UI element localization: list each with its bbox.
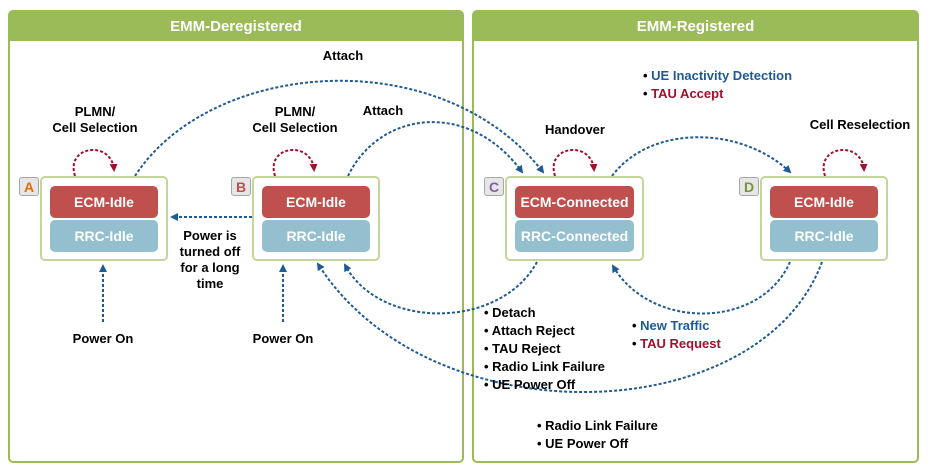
loop-plmn-b [272,148,318,177]
list-item: TAU Reject [484,340,605,358]
arrow-attach-a-to-c [134,79,545,177]
label-plmn-a: PLMN/ Cell Selection [40,104,150,136]
arrow-d-to-b [316,261,823,393]
ecm-state-a: ECM-Idle [50,186,158,218]
list-item: TAU Accept [643,85,792,103]
list-d-to-b: Radio Link Failure UE Power Off [537,417,658,453]
list-item: UE Power Off [484,376,605,394]
label-power-off-line2: turned off [179,244,241,259]
loop-cell-reselection [822,148,868,177]
label-plmn-a-line1: PLMN/ [74,104,116,119]
arrow-attach-b-to-c [347,121,524,177]
label-plmn-b-line1: PLMN/ [274,104,316,119]
label-power-off-line1: Power is [183,228,237,243]
label-handover: Handover [545,122,605,137]
loop-plmn-a [72,148,118,177]
state-d[interactable]: ECM-Idle RRC-Idle [760,176,888,261]
arrow-d-to-c [611,261,791,315]
rrc-state-a: RRC-Idle [50,220,158,252]
label-attach-b: Attach [362,103,404,118]
label-plmn-b: PLMN/ Cell Selection [240,104,350,136]
label-power-off-line4: time [196,276,224,291]
rrc-state-b: RRC-Idle [262,220,370,252]
list-item: Radio Link Failure [537,417,658,435]
label-plmn-a-line2: Cell Selection [52,120,138,135]
list-c-to-b: Detach Attach Reject TAU Reject Radio Li… [484,304,605,394]
list-c-to-d: UE Inactivity Detection TAU Accept [643,67,792,103]
label-power-on-b: Power On [252,331,314,346]
emm-registered-title: EMM-Registered [474,12,917,41]
emm-deregistered-title: EMM-Deregistered [10,12,462,41]
list-item: New Traffic [632,317,721,335]
state-c[interactable]: ECM-Connected RRC-Connected [505,176,644,261]
list-item: Attach Reject [484,322,605,340]
rrc-state-c: RRC-Connected [515,220,634,252]
label-power-off-long: Power is turned off for a long time [170,228,250,292]
state-tag-b: B [231,177,251,196]
state-tag-a: A [19,177,39,196]
list-item: UE Inactivity Detection [643,67,792,85]
arrow-c-to-d [611,136,792,177]
list-item: Detach [484,304,605,322]
ecm-state-c: ECM-Connected [515,186,634,218]
label-cell-reselection: Cell Reselection [809,117,911,132]
label-power-on-a: Power On [72,331,134,346]
loop-handover [552,148,598,177]
state-a[interactable]: ECM-Idle RRC-Idle [40,176,168,261]
state-b[interactable]: ECM-Idle RRC-Idle [252,176,380,261]
label-power-off-line3: for a long [180,260,240,275]
state-tag-c: C [484,177,504,196]
label-plmn-b-line2: Cell Selection [252,120,338,135]
rrc-state-d: RRC-Idle [770,220,878,252]
ecm-state-b: ECM-Idle [262,186,370,218]
list-item: TAU Request [632,335,721,353]
list-item: Radio Link Failure [484,358,605,376]
state-tag-d: D [739,177,759,196]
list-item: UE Power Off [537,435,658,453]
ecm-state-d: ECM-Idle [770,186,878,218]
label-attach-top: Attach [322,48,364,63]
list-d-to-c: New Traffic TAU Request [632,317,721,353]
